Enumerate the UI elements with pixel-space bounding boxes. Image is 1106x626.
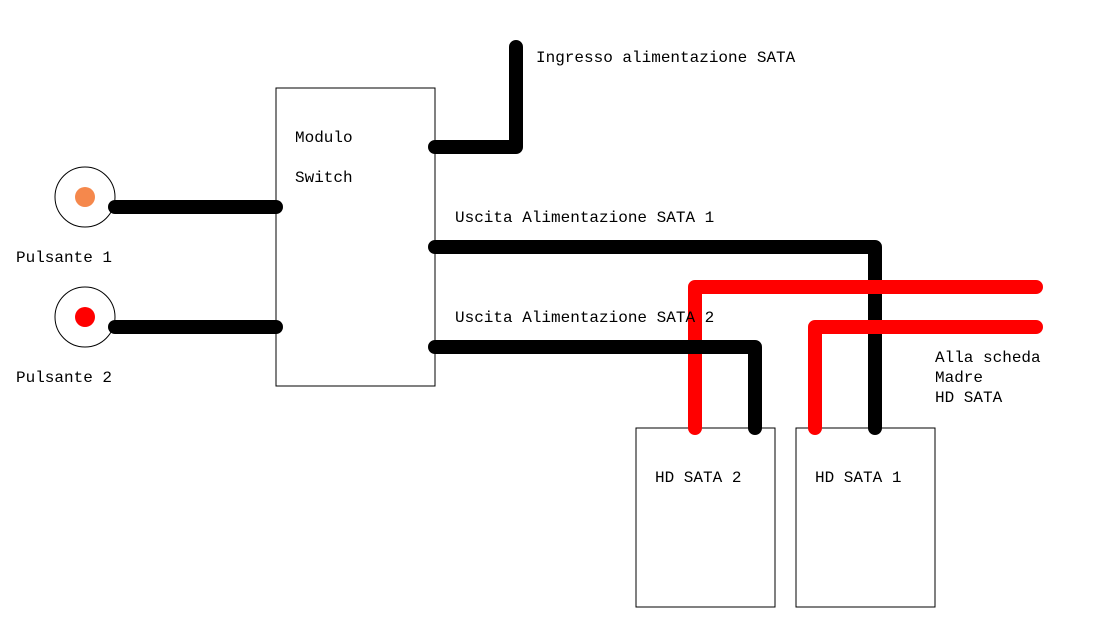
hd-sata-2-box [635,427,776,608]
data-wire-hd-sata-1 [808,320,1043,435]
label-modulo: Modulo [295,129,353,147]
wire-uscita-1 [428,240,882,435]
label-hd-sata-2: HD SATA 2 [655,469,741,487]
switch-module-box [275,87,436,387]
label-alla-scheda-line-1: Alla scheda [935,349,1041,367]
label-alla-scheda-line-2: Madre [935,369,983,387]
pulsante-1-button [54,166,116,228]
label-switch: Switch [295,169,353,187]
label-ingresso-alimentazione: Ingresso alimentazione SATA [536,49,796,67]
pulsante-2-button [54,286,116,348]
pulsante-2-dot [75,307,95,327]
hd-sata-1-box [795,427,936,608]
label-pulsante-2: Pulsante 2 [16,369,112,387]
label-uscita-2: Uscita Alimentazione SATA 2 [455,309,714,327]
data-wire-hd-sata-2 [688,280,1043,435]
pulsante-1-dot [75,187,95,207]
label-hd-sata-1: HD SATA 1 [815,469,901,487]
wire-uscita-2 [428,340,762,435]
label-alla-scheda-line-3: HD SATA [935,389,1003,407]
label-uscita-1: Uscita Alimentazione SATA 1 [455,209,714,227]
label-pulsante-1: Pulsante 1 [16,249,112,267]
wire-ingresso-alimentazione [428,40,523,154]
